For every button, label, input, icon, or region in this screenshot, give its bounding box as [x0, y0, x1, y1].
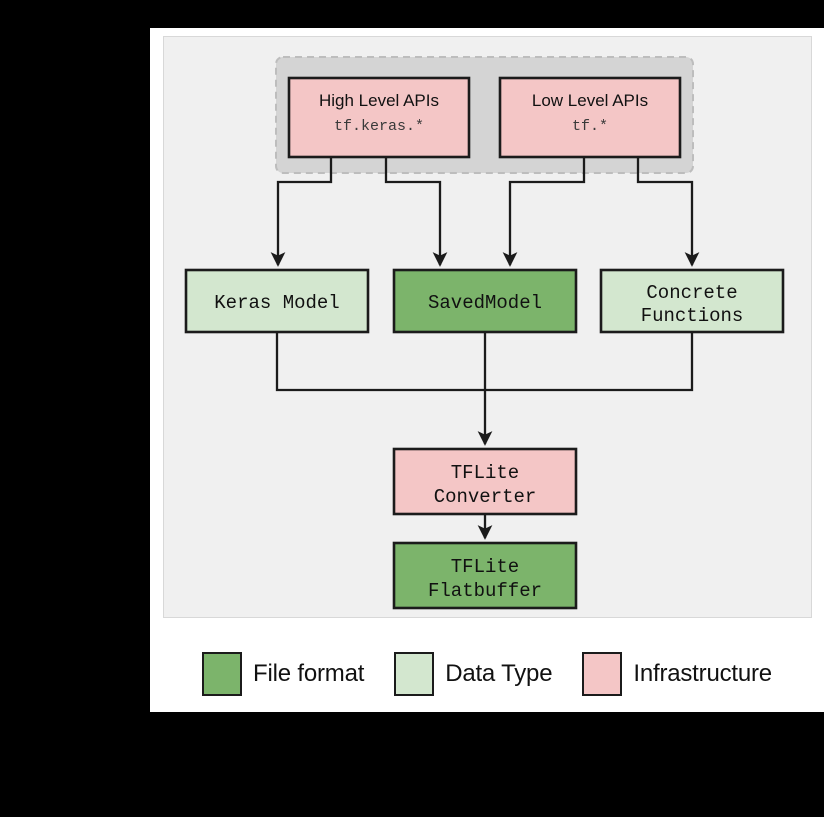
low-level-apis-subtitle: tf.*: [572, 118, 608, 135]
legend-swatch-data-type: [394, 652, 435, 696]
tflite-converter-label-line1: TFLite: [451, 462, 519, 484]
flowchart-svg: High Level APIs tf.keras.* Low Level API…: [184, 56, 785, 610]
high-level-apis-title: High Level APIs: [319, 91, 439, 110]
edges-apis-to-models: [270, 157, 700, 267]
diagram-panel: High Level APIs tf.keras.* Low Level API…: [163, 36, 812, 618]
legend-item-file-format: File format: [202, 652, 364, 696]
page-card: High Level APIs tf.keras.* Low Level API…: [150, 28, 824, 712]
legend-label-infrastructure: Infrastructure: [633, 660, 772, 687]
node-tflite-flatbuffer[interactable]: TFLite Flatbuffer: [392, 541, 578, 610]
keras-model-label: Keras Model: [214, 292, 339, 314]
legend-label-file-format: File format: [253, 660, 365, 687]
tflite-converter-label-line2: Converter: [434, 486, 537, 508]
legend-item-infrastructure: Infrastructure: [582, 652, 772, 696]
legend-swatch-infrastructure: [582, 652, 623, 696]
tflite-flatbuffer-box[interactable]: [392, 541, 578, 610]
saved-model-label: SavedModel: [428, 292, 542, 314]
high-level-apis-box[interactable]: [287, 76, 471, 159]
node-saved-model[interactable]: SavedModel: [392, 268, 578, 334]
legend-label-data-type: Data Type: [445, 660, 553, 687]
tflite-flatbuffer-label-line2: Flatbuffer: [428, 580, 542, 602]
legend-swatch-file-format: [202, 652, 243, 696]
node-tflite-converter[interactable]: TFLite Converter: [392, 447, 578, 516]
edges-models-to-converter: [275, 332, 694, 446]
edge-low-level-apis-to-saved-model: [502, 157, 586, 267]
legend: File format Data Type Infrastructure: [150, 636, 824, 712]
keras-model-box[interactable]: [184, 268, 370, 334]
concrete-functions-box[interactable]: [599, 268, 785, 334]
edge-low-level-apis-to-concrete-functions: [636, 157, 700, 267]
edge-high-level-apis-to-keras-model: [270, 157, 333, 267]
node-high-level-apis[interactable]: High Level APIs tf.keras.*: [287, 76, 471, 159]
low-level-apis-box[interactable]: [498, 76, 682, 159]
node-low-level-apis[interactable]: Low Level APIs tf.*: [498, 76, 682, 159]
edge-high-level-apis-to-saved-model: [384, 157, 448, 267]
low-level-apis-title: Low Level APIs: [532, 91, 648, 110]
concrete-functions-label-line1: Concrete: [646, 282, 737, 304]
node-keras-model[interactable]: Keras Model: [184, 268, 370, 334]
high-level-apis-subtitle: tf.keras.*: [334, 118, 424, 135]
legend-item-data-type: Data Type: [394, 652, 553, 696]
concrete-functions-label-line2: Functions: [641, 305, 744, 327]
tflite-flatbuffer-label-line1: TFLite: [451, 556, 519, 578]
node-concrete-functions[interactable]: Concrete Functions: [599, 268, 785, 334]
